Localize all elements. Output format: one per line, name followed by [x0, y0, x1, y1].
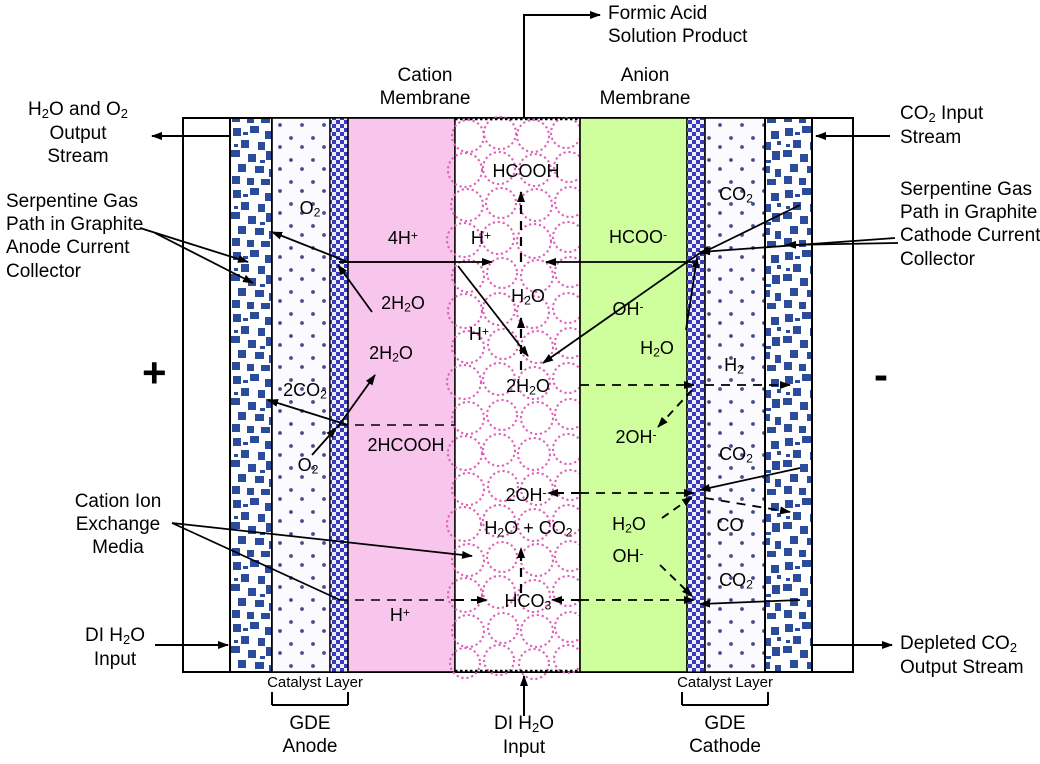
- species-h2o-anion-upper: H2O: [640, 338, 674, 360]
- species-2h2o-cation-mid: 2H2O: [369, 343, 413, 365]
- species-h-bed-upper: H+: [470, 228, 492, 248]
- species-2hcooh-cation: 2HCOOH: [367, 435, 445, 455]
- polarity-negative: -: [874, 351, 888, 398]
- anode-to-bed-lines: [171, 258, 493, 601]
- callout-cation-ion-exchange: [171, 522, 473, 559]
- catalyst-layer-anode-label: Catalyst Layer: [267, 674, 363, 691]
- species-2h2o-cation-upper: 2H2O: [381, 293, 425, 315]
- callout-serpentine-anode: [139, 227, 254, 284]
- anode-reaction-arrows: [267, 231, 376, 456]
- species-co2-cathode-low: CO2: [719, 570, 753, 592]
- species-co2-cathode-mid: CO2: [719, 444, 753, 466]
- species-2co2-anode-gas: 2CO2: [283, 380, 327, 402]
- gde-anode-bracket: [271, 692, 349, 706]
- bed-horizontal-dashed: [455, 489, 580, 604]
- species-2oh-anion: 2OH-: [615, 427, 657, 447]
- callout-serpentine-cathode: [699, 237, 899, 256]
- species-hcoo-anion: HCOO-: [608, 227, 668, 247]
- species-2h2o-bed: 2H2O: [506, 376, 550, 398]
- bed-circles: [445, 115, 587, 681]
- anion-membrane-block: [579, 117, 688, 673]
- species-o2-anode-gas: O2: [299, 198, 321, 220]
- gde-cathode-bracket: [681, 692, 769, 706]
- species-h-bed-lower: H+: [468, 324, 490, 344]
- anion-membrane-dashed: [657, 389, 693, 597]
- species-co2-cathode-top: CO2: [719, 184, 753, 206]
- cathode-gas-diffusion-layer: [704, 117, 766, 673]
- species-h2-cathode: H2: [724, 355, 744, 377]
- species-4h-cation: 4H+: [387, 228, 419, 248]
- anode-gas-diffusion-layer: [271, 117, 331, 673]
- formic-acid-product-arrow: [523, 11, 601, 118]
- species-oh-anion-lower: OH-: [612, 546, 644, 566]
- cathode-reaction-arrows: [685, 204, 801, 608]
- species-co-cathode: CO: [716, 515, 744, 535]
- cathode-transport-rails: [580, 261, 696, 604]
- anode-current-collector: [229, 117, 273, 673]
- species-h2o-co2-bed: H2O + CO2: [484, 518, 573, 540]
- cation-membrane-block: [347, 117, 456, 673]
- species-oh-anion-upper: OH-: [612, 299, 644, 319]
- species-2oh-bed: 2OH-: [505, 485, 547, 505]
- cathode-catalyst-layer: [686, 117, 706, 673]
- species-h2o-bed: H2O: [511, 286, 545, 308]
- species-hcooh-bed: HCOOH: [492, 161, 560, 181]
- species-h-cation-lower: H+: [389, 605, 411, 625]
- cathode-current-collector: [764, 117, 813, 673]
- catalyst-layer-cathode-label: Catalyst Layer: [677, 674, 773, 691]
- species-h2o-anion-lower: H2O: [612, 514, 646, 536]
- polarity-positive: +: [142, 349, 167, 396]
- bed-diagonal-leaders: [457, 252, 701, 364]
- species-hco3-bed: HCO3-: [504, 591, 556, 613]
- species-o2-anode-lower: O2: [297, 455, 319, 477]
